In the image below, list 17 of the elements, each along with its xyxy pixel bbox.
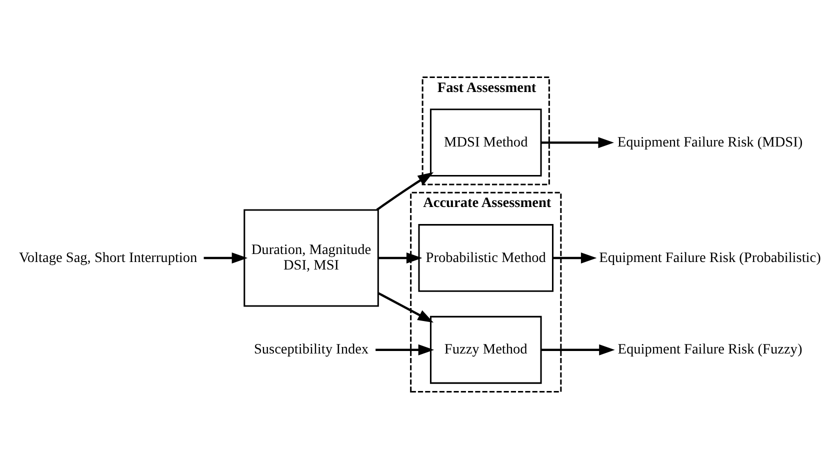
arrow — [552, 252, 597, 263]
node-text: Equipment Failure Risk (Fuzzy) — [618, 341, 802, 358]
arrow — [378, 252, 422, 263]
node-text: Susceptibility Index — [254, 341, 369, 358]
node-box: Fuzzy Method — [430, 315, 542, 384]
arrow — [204, 252, 248, 263]
arrow — [541, 344, 615, 355]
arrow — [378, 292, 434, 322]
node-box: Duration, Magnitude DSI, MSI — [244, 208, 379, 306]
arrow — [376, 344, 434, 355]
node-text: Voltage Sag, Short Interruption — [18, 249, 198, 266]
arrow — [376, 172, 434, 210]
node-text: Equipment Failure Risk (Probabilistic) — [599, 249, 821, 266]
arrow — [541, 136, 614, 148]
node-box: Probabilistic Method — [418, 224, 554, 292]
node-box: MDSI Method — [430, 108, 542, 176]
node-text: Equipment Failure Risk (MDSI) — [617, 134, 803, 150]
